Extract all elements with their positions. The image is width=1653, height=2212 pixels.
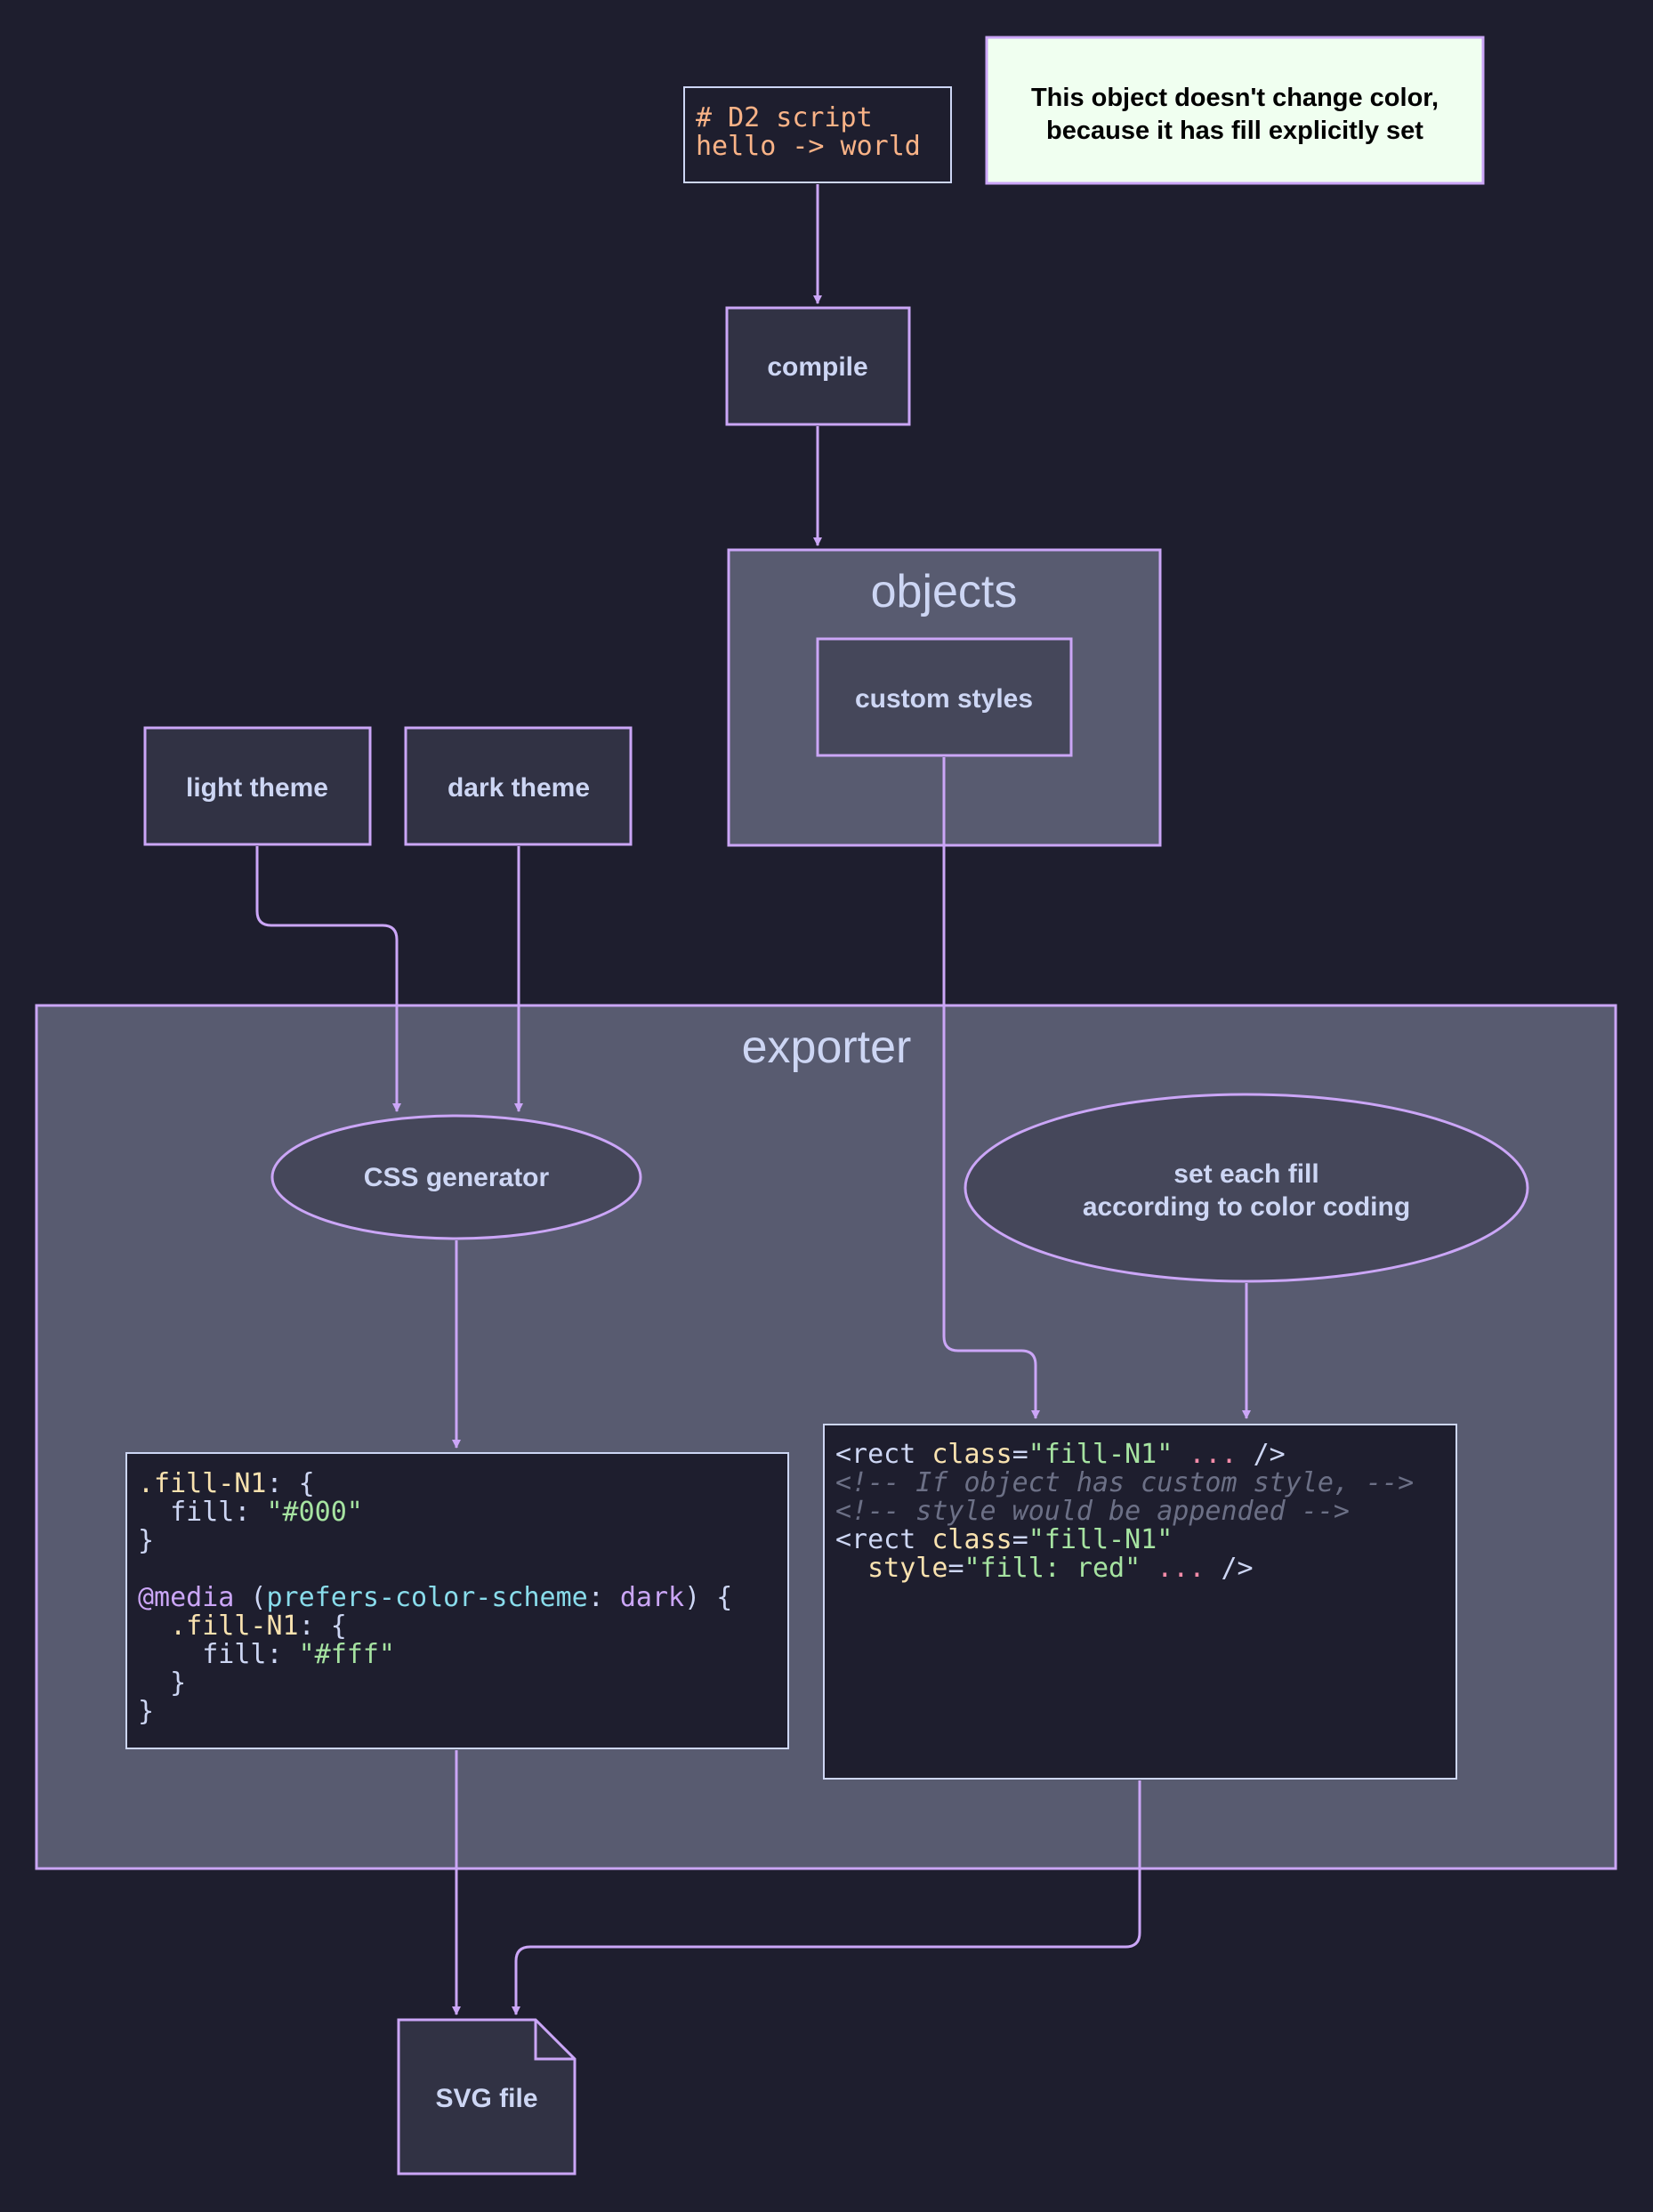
code-token: @media <box>138 1582 234 1613</box>
code-token: = <box>1012 1524 1028 1555</box>
set-fill-node[interactable]: set each fill according to color coding <box>964 1093 1529 1283</box>
code-token: "fill-N1" <box>1028 1524 1173 1555</box>
code-token: : <box>588 1582 620 1613</box>
code-token: style <box>835 1553 947 1584</box>
code-token: "fill-N1" <box>1028 1439 1173 1470</box>
code-token: class <box>931 1439 1012 1470</box>
fill-note-line-2: because it has fill explicitly set <box>1046 117 1423 145</box>
code-token: .fill-N1 <box>138 1468 267 1499</box>
edge-light-theme-to-css-generator <box>255 846 401 1112</box>
edge-custom-styles-to-svg-code <box>942 757 1040 1419</box>
css-code-node[interactable]: .fill-N1: { fill: "#000"}@media (prefers… <box>125 1452 789 1749</box>
compile-label: compile <box>767 352 867 382</box>
set-fill-line-1: set each fill <box>1173 1159 1318 1189</box>
edge-svg-code-to-svg-file <box>512 1780 1141 2015</box>
svg-code-text: <rect class="fill-N1" ... /><!-- If obje… <box>835 1439 1414 1584</box>
code-token: : <box>234 1497 266 1528</box>
objects-label: objects <box>871 566 1018 618</box>
custom-styles-node[interactable]: custom styles <box>816 637 1073 757</box>
css-code-text: .fill-N1: { fill: "#000"}@media (prefers… <box>138 1468 732 1727</box>
code-token: <!-- If object has custom style, --> <box>835 1467 1414 1498</box>
set-fill-line-2: according to color coding <box>1083 1192 1410 1222</box>
code-token: .fill-N1 <box>138 1611 299 1642</box>
code-token: "#fff" <box>299 1639 395 1670</box>
exporter-label: exporter <box>742 1021 912 1073</box>
svg-code-node[interactable]: <rect class="fill-N1" ... /><!-- If obje… <box>823 1424 1457 1780</box>
code-token: ... <box>1173 1439 1253 1470</box>
code-token: "fill: red" <box>964 1553 1141 1584</box>
code-token: hello -> world <box>696 131 921 162</box>
code-token: /> <box>1254 1439 1286 1470</box>
compile-node[interactable]: compile <box>725 306 911 426</box>
custom-styles-label: custom styles <box>855 684 1033 714</box>
code-token: <!-- style would be appended --> <box>835 1496 1350 1527</box>
fill-note-line-1: This object doesn't change color, <box>1031 84 1439 112</box>
code-token: "#000" <box>267 1497 363 1528</box>
code-token: dark <box>620 1582 684 1613</box>
code-token: <rect <box>835 1524 931 1555</box>
light-theme-label: light theme <box>186 773 328 803</box>
code-token: <rect <box>835 1439 931 1470</box>
code-token: prefers-color-scheme <box>267 1582 588 1613</box>
code-token: fill <box>138 1497 234 1528</box>
svg-file-label: SVG file <box>435 2084 537 2113</box>
code-token: # D2 script <box>696 102 873 133</box>
dark-theme-label: dark theme <box>448 773 590 803</box>
code-token: : { <box>267 1468 315 1499</box>
css-generator-label: CSS generator <box>364 1163 550 1192</box>
dark-theme-node[interactable]: dark theme <box>404 726 633 846</box>
fill-note[interactable]: This object doesn't change color, becaus… <box>985 36 1485 185</box>
css-generator-node[interactable]: CSS generator <box>270 1114 642 1240</box>
svg-file-node[interactable]: SVG file <box>397 2018 577 2176</box>
code-token: : { <box>299 1611 347 1642</box>
code-token: } <box>138 1525 154 1556</box>
light-theme-node[interactable]: light theme <box>143 726 372 846</box>
code-token: ( <box>234 1582 266 1613</box>
code-token: ) { <box>684 1582 732 1613</box>
code-token: } <box>138 1696 154 1727</box>
code-token: } <box>138 1667 186 1699</box>
code-token: class <box>931 1524 1012 1555</box>
code-token: = <box>947 1553 964 1584</box>
code-token: : <box>267 1639 299 1670</box>
code-token: ... <box>1141 1553 1221 1584</box>
code-token: fill <box>138 1639 267 1670</box>
code-token: = <box>1012 1439 1028 1470</box>
code-token: /> <box>1222 1553 1254 1584</box>
